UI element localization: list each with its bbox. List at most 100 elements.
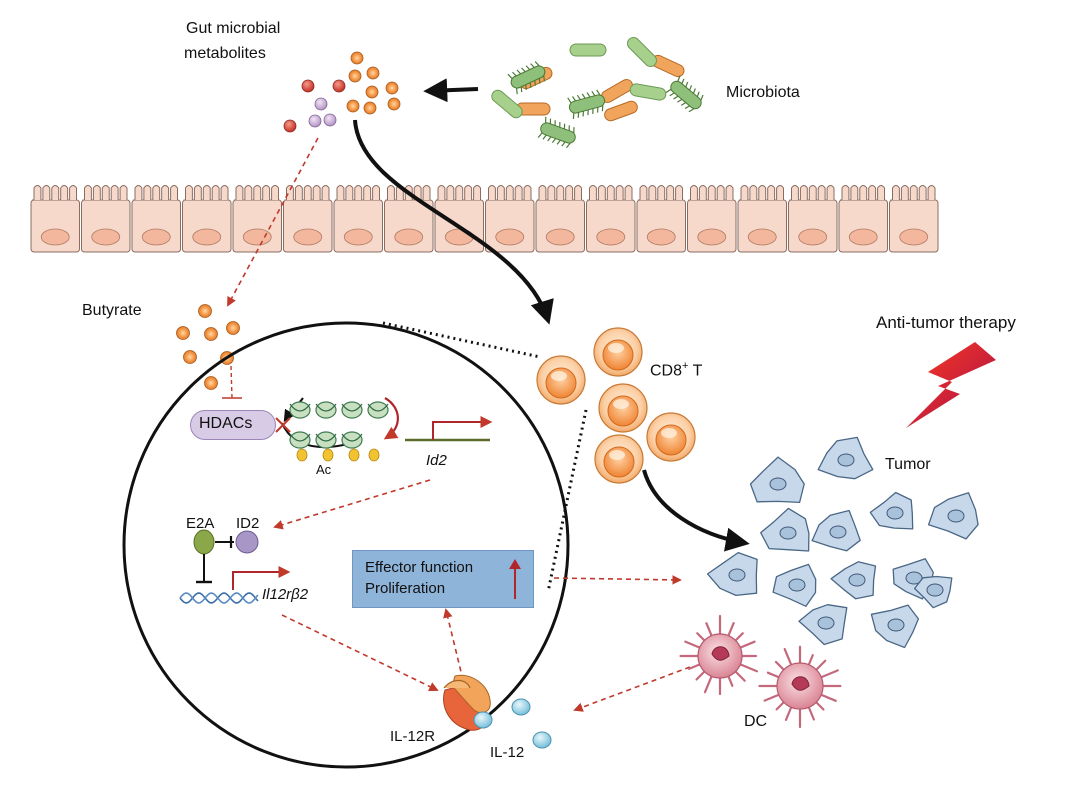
- bacteria-icon: [537, 116, 576, 149]
- microbiota-to-metabolites-arrow: [423, 78, 479, 103]
- effector-function-label: Effector function: [365, 559, 474, 576]
- tumor-cell: [869, 491, 914, 530]
- nucleosome: [315, 431, 337, 449]
- id2-gene-label: Id2: [426, 452, 447, 469]
- up-arrow-icon: [509, 559, 521, 599]
- dc-label: DC: [744, 713, 768, 730]
- epithelial-cell: [889, 185, 939, 253]
- cd8-superscript: +: [682, 360, 689, 372]
- microbiota-cluster: [491, 37, 704, 149]
- dendritic-cells: [679, 614, 842, 729]
- butyrate-inhibits-hdacs: [230, 365, 233, 399]
- tumor-cell: [811, 509, 861, 552]
- chromatin: [275, 397, 399, 462]
- cd8-suffix: T: [688, 362, 703, 380]
- cd8-t-cells: [536, 327, 696, 484]
- tumor-cell: [817, 436, 874, 480]
- tumor-cell: [749, 456, 805, 504]
- butyrate-dots: [176, 304, 240, 390]
- effector-to-tumor-arrow: [553, 575, 682, 585]
- tumor-cells: [706, 436, 979, 649]
- nucleosome: [341, 401, 363, 419]
- tumor-cell: [830, 561, 877, 600]
- epithelial-cell: [687, 185, 737, 253]
- tumor-cell: [913, 575, 953, 609]
- epithelial-cell: [131, 185, 181, 253]
- proliferation-label: Proliferation: [365, 580, 446, 597]
- il12r-label: IL-12R: [390, 728, 436, 745]
- hdacs-pill: [190, 410, 276, 440]
- epithelial-cell: [283, 185, 333, 253]
- id2-gene: [405, 416, 493, 442]
- acetyl-mark: [296, 448, 308, 462]
- cd8-cell-zoom-circle: [122, 321, 570, 769]
- epithelial-cell: [485, 185, 535, 253]
- metabolites-label: Gut microbial: [186, 20, 281, 37]
- tumor-cell: [798, 604, 848, 646]
- tumor-cell: [760, 507, 810, 552]
- epithelial-cell: [384, 185, 434, 253]
- microbiota-label: Microbiota: [726, 84, 800, 101]
- acetyl-mark: [348, 448, 360, 462]
- nucleosome: [367, 401, 389, 419]
- metabolite-cluster: [283, 51, 401, 133]
- cd8-text: CD8: [650, 362, 683, 380]
- epithelial-cell: [182, 185, 232, 253]
- tumor-cell: [772, 563, 817, 607]
- epithelial-cell: [788, 185, 838, 253]
- tumor-cell: [706, 551, 758, 597]
- effector-box: Effector function Proliferation: [352, 550, 534, 608]
- nucleosome: [341, 431, 363, 449]
- il12rb2-gene: [179, 566, 291, 604]
- metabolites-to-tcell-arrow: [353, 119, 554, 325]
- zoom-line-bottom: [546, 409, 588, 593]
- butyrate-label: Butyrate: [82, 302, 142, 319]
- zoom-line-top: [382, 321, 541, 359]
- metabolites-label-line2: metabolites: [184, 45, 266, 62]
- cd8-t-cell: [646, 412, 696, 462]
- cd8-t-label: CD8+ T: [650, 360, 702, 380]
- dendritic-cell: [679, 614, 759, 696]
- lightning-bolt-icon: [906, 342, 996, 428]
- il12-label: IL-12: [490, 744, 525, 761]
- dc-to-il12-arrow: [573, 666, 691, 712]
- intestinal-epithelium: [30, 185, 939, 253]
- anti-tumor-therapy-label: Anti-tumor therapy: [876, 313, 1016, 332]
- e2a-label: E2A: [186, 515, 215, 532]
- epithelial-cell: [586, 185, 636, 253]
- hdacs-label: HDACs: [199, 415, 253, 432]
- acetyl-mark: [322, 448, 334, 462]
- epithelial-cell: [636, 185, 686, 253]
- cd8-t-cell: [598, 383, 648, 433]
- epithelial-cell: [838, 185, 888, 253]
- receptor-to-effector-arrow: [443, 608, 464, 681]
- id2-protein-label: ID2: [236, 515, 260, 532]
- e2a-id2-complex: [193, 529, 259, 584]
- epithelial-cell: [81, 185, 131, 253]
- epithelial-cell: [535, 185, 585, 253]
- epithelial-cell: [737, 185, 787, 253]
- tumor-cell: [927, 492, 979, 540]
- epithelial-cell: [30, 185, 80, 253]
- cd8-t-cell: [593, 327, 643, 377]
- il12rb2-label: Il12rβ2: [262, 586, 309, 603]
- bacteria-icon: [665, 75, 704, 113]
- tcell-to-tumor-arrow: [642, 469, 750, 552]
- il12rb2-to-receptor-arrow: [281, 614, 439, 691]
- nucleosome: [289, 401, 311, 419]
- id2-to-id2-protein-arrow: [273, 479, 431, 530]
- bacteria-icon: [567, 89, 606, 120]
- nucleosome: [315, 401, 337, 419]
- tumor-label: Tumor: [885, 456, 931, 473]
- epithelial-cell: [434, 185, 484, 253]
- bacteria-icon: [507, 61, 546, 95]
- dendritic-cell: [758, 645, 842, 729]
- tumor-cell: [870, 604, 920, 649]
- epithelial-cell: [232, 185, 282, 253]
- cd8-t-cell: [594, 434, 644, 484]
- nucleosome: [289, 431, 311, 449]
- il12-dots: [473, 698, 552, 749]
- cd8-t-cell: [536, 355, 586, 405]
- acetyl-mark: [368, 448, 380, 462]
